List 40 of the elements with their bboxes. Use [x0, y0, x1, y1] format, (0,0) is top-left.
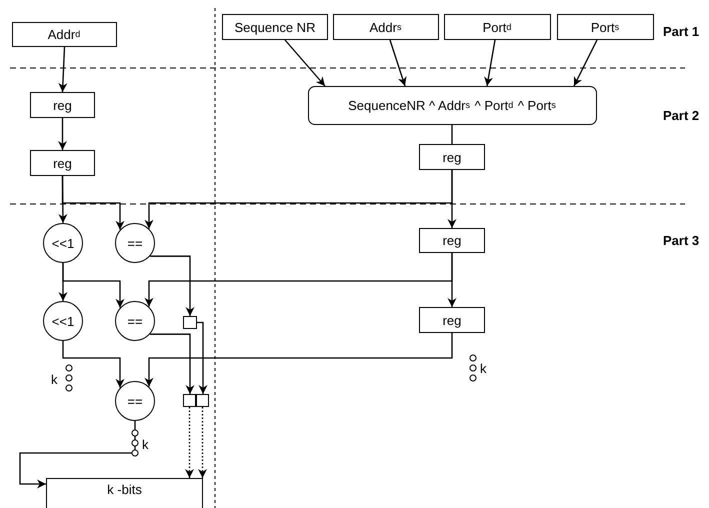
arrow: [62, 341, 124, 388]
arrow: [150, 334, 194, 394]
part-label: Part 1: [663, 24, 700, 39]
connector-line: [451, 125, 453, 144]
arrow: [58, 118, 67, 150]
bit-count-label: k: [480, 361, 486, 376]
compare-circle: ==: [115, 301, 155, 341]
shift-circle: <<1: [43, 223, 83, 263]
shift-circle: <<1: [43, 301, 83, 341]
arrow: [573, 40, 598, 86]
arrow: [389, 40, 406, 86]
bit-register-box: k -bits: [46, 478, 203, 508]
arrow: [448, 170, 456, 228]
part-label: Part 2: [663, 108, 700, 123]
register-box: reg: [30, 150, 95, 176]
arrow: [185, 407, 194, 478]
arrow: [144, 333, 453, 387]
arrow: [198, 407, 207, 478]
bit-cell: [183, 394, 196, 407]
arrow: [58, 46, 68, 92]
part-label: Part 3: [663, 233, 700, 248]
register-box: reg: [419, 144, 485, 170]
bit-cell: [183, 316, 197, 329]
arrow: [484, 40, 496, 86]
compare-circle: ==: [115, 381, 155, 421]
arrow: [62, 176, 124, 230]
arrow: [284, 40, 326, 86]
register-box: reg: [419, 307, 485, 333]
arrow: [19, 421, 136, 488]
register-box: reg: [30, 92, 95, 118]
input-box: Sequence NR: [222, 14, 328, 40]
register-box: reg: [419, 228, 485, 253]
bit-count-label: k: [142, 437, 148, 452]
arrow: [197, 322, 208, 394]
compare-circle: ==: [115, 223, 155, 263]
arrow: [150, 256, 194, 316]
arrow: [448, 253, 456, 307]
arrow: [62, 263, 124, 308]
bit-cell: [196, 394, 209, 407]
bit-count-label: k: [51, 372, 58, 387]
